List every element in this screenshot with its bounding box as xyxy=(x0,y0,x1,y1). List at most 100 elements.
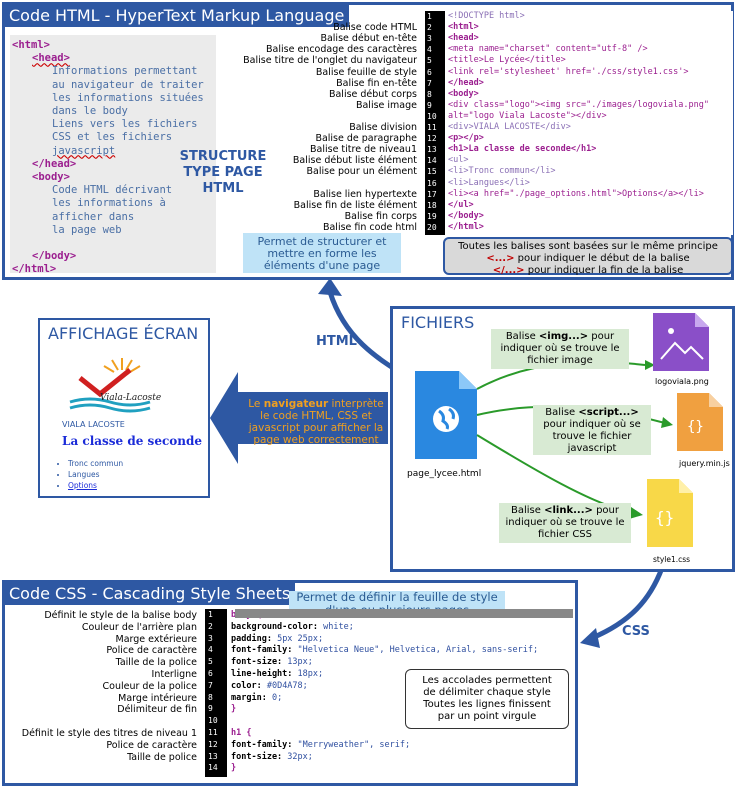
svg-text:{}: {} xyxy=(687,419,704,435)
script-note-post: pour indiquer où se trouve le fichier ja… xyxy=(543,419,641,454)
html-line-label: Balise lien hypertexte xyxy=(313,188,417,200)
html-code-line: </head> xyxy=(448,77,484,88)
html-code-line: <body> xyxy=(448,88,479,99)
css-line-label: Définit le style des titres de niveau 1 xyxy=(21,728,197,739)
html-line-label: Balise pour un élément xyxy=(306,166,417,178)
brace-note-3: par un point virgule xyxy=(437,711,537,722)
img-note-pre: Balise xyxy=(505,331,539,342)
html-line-number: 16 xyxy=(427,178,437,188)
outline-head-text-2: les informations situées xyxy=(52,91,204,104)
js-file-name: jquery.min.js xyxy=(679,459,730,468)
close-tag-symbol: </...> xyxy=(492,265,525,276)
display-options-link[interactable]: Options xyxy=(68,481,97,490)
css-code-line: font-family: "Merryweather", serif; xyxy=(231,739,411,750)
html-file-name: page_lycee.html xyxy=(407,469,482,479)
css-code-line: h1 { xyxy=(231,728,252,738)
display-list-item-0: Tronc commun xyxy=(68,458,123,469)
html-line-number: 12 xyxy=(427,134,437,144)
browser-note-highlight: navigateur xyxy=(263,398,329,410)
html-line-number: 13 xyxy=(427,145,437,155)
css-line-label: Marge extérieure xyxy=(115,633,197,645)
html-file-icon[interactable] xyxy=(411,371,481,461)
display-heading: La classe de seconde xyxy=(62,434,203,448)
link-note-pre: Balise xyxy=(511,505,545,516)
html-line-label: Balise fin corps xyxy=(344,210,417,222)
css-line-label: Couleur de l'arrière plan xyxy=(81,621,197,633)
html-line-label: Balise feuille de style xyxy=(315,66,417,78)
css-panel: Code CSS - Cascading Style Sheets Permet… xyxy=(2,580,578,786)
css-line-label: Police de caractère xyxy=(106,739,197,751)
html-code-line: <p></p> xyxy=(448,133,484,144)
html-code-line: <div>VIALA LACOSTE</div> xyxy=(448,122,571,132)
structure-label-2: HTML xyxy=(202,181,244,196)
outline-head-text-0: Informations permettant xyxy=(52,65,198,78)
logo-text: Viala-Lacoste xyxy=(100,393,161,403)
css-line-label: Délimiteur de fin xyxy=(117,704,197,716)
html-code-line: </html> xyxy=(448,221,484,232)
css-code-line: margin: 0; xyxy=(231,692,283,703)
html-code-line: <h1>La classe de seconde</h1> xyxy=(448,144,597,155)
css-code-line: } xyxy=(231,763,237,774)
outline-head-text-1: au navigateur de traiter xyxy=(52,78,204,91)
outline-head-close: </head> xyxy=(32,157,77,170)
files-panel-title: FICHIERS xyxy=(401,313,475,332)
img-tag-note: Balise <img...> pour indiquer où se trou… xyxy=(491,329,629,369)
css-line-number: 12 xyxy=(208,739,218,749)
outline-html-open: <html> xyxy=(12,39,50,51)
svg-text:{}: {} xyxy=(655,508,674,527)
image-file-icon[interactable] xyxy=(651,313,711,373)
css-line-number: 1 xyxy=(208,610,213,619)
js-file-icon[interactable]: {} xyxy=(675,393,725,453)
html-line-number: 9 xyxy=(427,100,432,110)
html-line-number: 1 xyxy=(427,12,432,21)
browser-arrow xyxy=(210,372,388,464)
html-line-number: 2 xyxy=(427,23,432,33)
display-list: Tronc commun Langues Options xyxy=(68,458,123,491)
outline-body-text-2: afficher dans xyxy=(52,210,135,223)
css-line-label: Police de caractère xyxy=(106,645,197,657)
html-line-label: Balise fin de liste élément xyxy=(293,199,417,211)
outline-head-text-5: CSS et les fichiers xyxy=(52,131,173,144)
open-tag-text: pour indiquer le début de la balise xyxy=(514,253,690,264)
css-line-number: 3 xyxy=(208,633,213,643)
html-code-line: <html> xyxy=(448,22,479,33)
css-line-label: Taille de police xyxy=(127,751,197,763)
css-line-number: 5 xyxy=(208,657,213,667)
display-school-name: VIALA LACOSTE xyxy=(62,420,125,429)
css-file-icon[interactable]: {} xyxy=(645,479,695,549)
html-line-number: 6 xyxy=(427,67,432,77)
html-code-line: <li><a href="./page_options.html">Option… xyxy=(448,188,704,199)
html-code-line: <meta name="charset" content="utf-8" /> xyxy=(448,44,648,55)
html-code-editor: <!DOCTYPE html><html><head> <meta name="… xyxy=(445,11,733,235)
html-line-number: 7 xyxy=(427,78,432,88)
html-line-label: Balise début liste élément xyxy=(292,155,417,167)
outline-body-text-3: la page web xyxy=(52,223,122,236)
display-panel: AFFICHAGE ÉCRAN Viala-Lacoste VIALA LACO… xyxy=(38,318,210,498)
html-line-number: 3 xyxy=(427,34,432,44)
html-code-line: <li>Langues</li> xyxy=(448,177,530,188)
html-line-number: 19 xyxy=(427,211,437,221)
html-line-number: 18 xyxy=(427,200,437,210)
outline-body-text-0: Code HTML décrivant xyxy=(52,184,173,197)
html-line-number: 8 xyxy=(427,89,432,99)
brace-note-1: de délimiter chaque style xyxy=(423,687,551,698)
tag-rule-note: Toutes les balises sont basées sur le mê… xyxy=(443,237,733,276)
structure-label-1: TYPE PAGE xyxy=(183,165,263,180)
image-file-name: logoviala.png xyxy=(655,377,709,386)
structure-label-0: STRUCTURE xyxy=(179,149,267,164)
css-line-label: Définit le style de la balise body xyxy=(44,610,197,621)
css-arrow xyxy=(591,567,665,641)
img-note-tag: <img...> xyxy=(538,331,589,342)
css-code-line: } xyxy=(231,704,237,715)
close-tag-text: pour indiquer la fin de la balise xyxy=(524,265,684,276)
html-panel: Code HTML - HyperText Markup Language <h… xyxy=(2,2,734,280)
script-tag-note: Balise <script...> pour indiquer où se t… xyxy=(533,405,651,455)
css-code-editor: body { background-color: white; padding:… xyxy=(227,609,573,777)
outline-head-open: <head> xyxy=(32,52,70,65)
css-line-number: 6 xyxy=(208,669,213,678)
css-line-label: Taille de la police xyxy=(115,657,197,669)
html-code-line: <title>Le Lycée</title> xyxy=(448,55,566,66)
outline-html-close: </html> xyxy=(12,263,57,276)
html-arrow-head xyxy=(318,278,342,296)
